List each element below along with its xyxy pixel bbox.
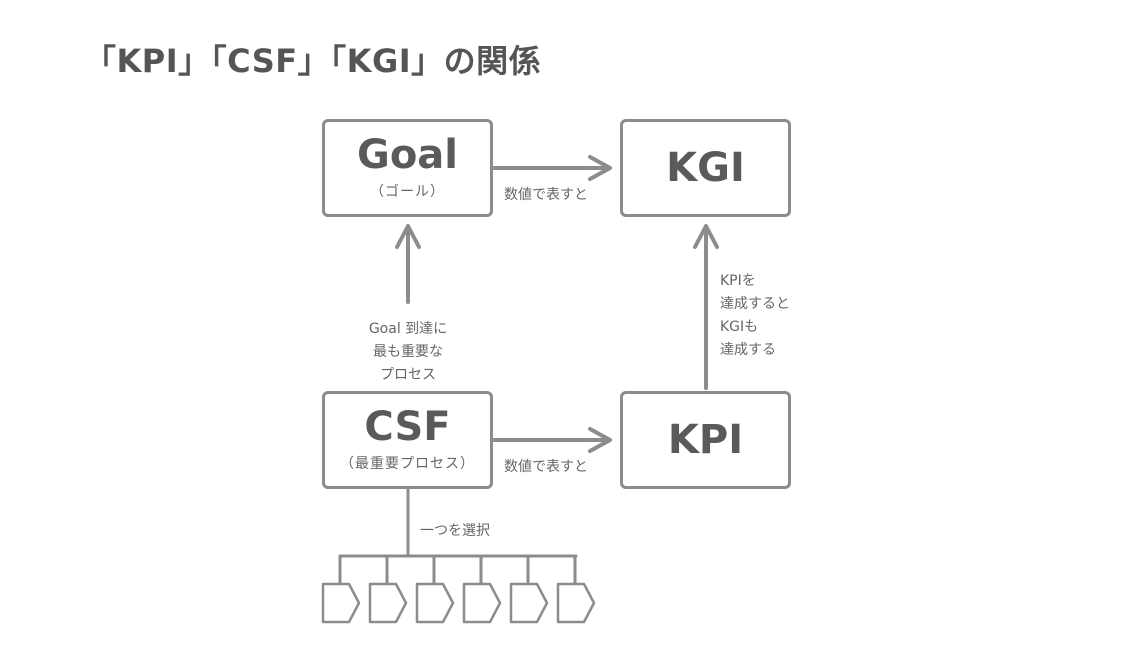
page-title: 「KPI」「CSF」「KGI」の関係 xyxy=(84,42,542,80)
goal-to-kgi-label: 数値で表すと xyxy=(504,187,588,203)
select-one-label: 一つを選択 xyxy=(420,523,490,539)
kpi-to-kgi-line-2: 達成すると xyxy=(720,296,790,312)
process-option xyxy=(556,582,596,624)
kpi-to-kgi-line-1: KPIを xyxy=(720,273,756,289)
kpi-box: KPI xyxy=(620,391,791,489)
kgi-box: KGI xyxy=(620,119,791,217)
kpi-to-kgi-line-4: 達成する xyxy=(720,342,776,358)
process-option xyxy=(509,582,549,624)
csf-to-goal-line-3: プロセス xyxy=(380,367,436,383)
process-option xyxy=(462,582,502,624)
csf-to-goal-line-1: Goal 到達に xyxy=(368,321,448,337)
csf-to-kpi-label: 数値で表すと xyxy=(504,459,588,475)
kpi-to-kgi-line-3: KGIも xyxy=(720,319,759,335)
kpi-to-kgi-label: KPIを 達成すると KGIも 達成する xyxy=(720,270,790,362)
process-option xyxy=(415,582,455,624)
process-options xyxy=(321,556,596,624)
kgi-title: KGI xyxy=(666,145,745,191)
process-option xyxy=(321,582,361,624)
goal-subtitle: （ゴール） xyxy=(370,184,445,200)
process-option xyxy=(368,582,408,624)
kpi-title: KPI xyxy=(667,417,744,463)
csf-title: CSF xyxy=(364,404,451,450)
csf-to-goal-line-2: 最も重要な xyxy=(373,344,443,360)
csf-to-goal-label: Goal 到達に 最も重要な プロセス xyxy=(348,318,468,387)
csf-box: CSF （最重要プロセス） xyxy=(322,391,493,489)
goal-box: Goal （ゴール） xyxy=(322,119,493,217)
goal-title: Goal xyxy=(356,132,458,178)
csf-subtitle: （最重要プロセス） xyxy=(340,456,475,472)
